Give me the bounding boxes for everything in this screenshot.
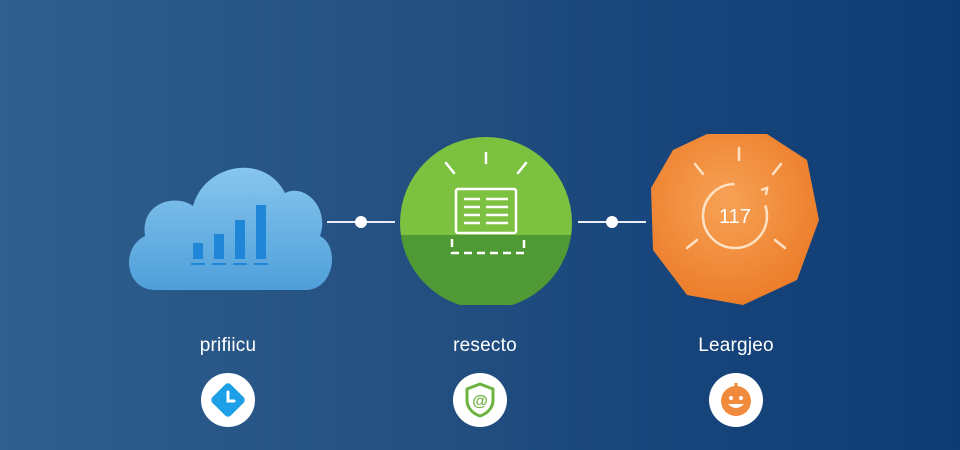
step-label-3: Leargjeo — [698, 335, 774, 356]
connector-line — [578, 216, 646, 228]
step-badge-2: @ — [453, 373, 507, 427]
step-badge-3 — [709, 373, 763, 427]
connector-dot — [355, 216, 367, 228]
email-shield-icon: @ — [465, 382, 495, 418]
timer-icon: 117 — [651, 134, 819, 305]
clock-icon — [211, 383, 245, 417]
connector-line — [327, 216, 395, 228]
timer-value: 117 — [719, 206, 751, 228]
cloud-chart-icon — [128, 167, 332, 290]
smile-icon — [721, 383, 751, 416]
step-label-1: prifiicu — [199, 335, 257, 356]
step-badge-1 — [201, 373, 255, 427]
svg-text:@: @ — [472, 393, 488, 410]
connector-dot — [606, 216, 618, 228]
document-icon — [400, 137, 572, 305]
step-label-2: resecto — [453, 335, 517, 356]
